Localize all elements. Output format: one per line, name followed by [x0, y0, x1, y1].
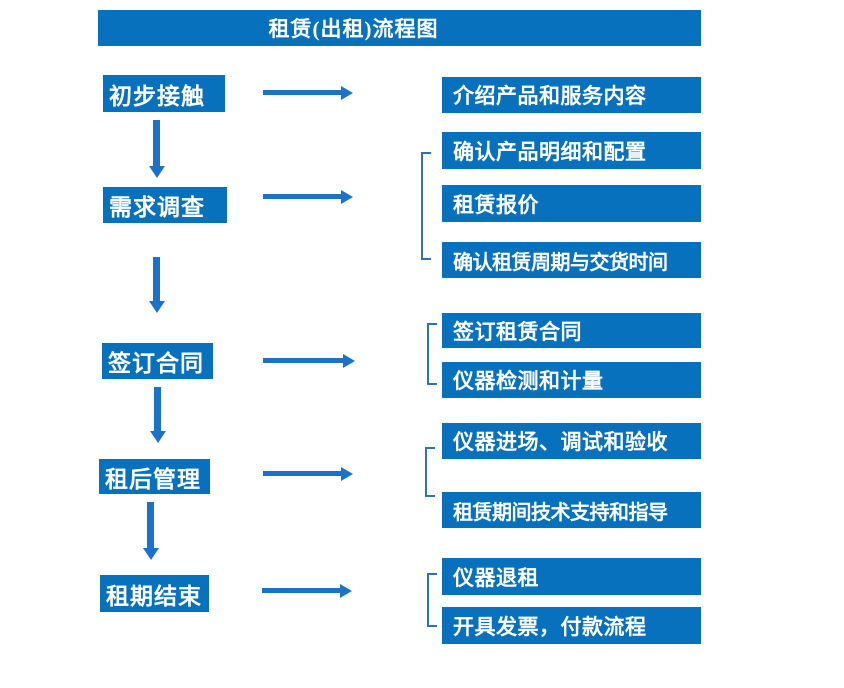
right-arrow-3: [263, 354, 355, 368]
right-arrow-4: [263, 467, 353, 481]
right-arrow-shaft: [262, 588, 341, 593]
stage-box-post-rental-management: 租后管理: [99, 459, 210, 494]
stage-box-sign-contract: 签订合同: [102, 343, 213, 379]
group-bracket-rental-end: [427, 573, 437, 627]
group-bracket-needs-survey: [421, 152, 431, 260]
detail-box-confirm-product-config: 确认产品明细和配置: [442, 132, 701, 169]
down-arrow-shaft: [153, 257, 160, 302]
right-arrow-1: [263, 86, 353, 100]
down-arrow-shaft: [154, 387, 161, 432]
right-arrow-head-icon: [343, 354, 355, 368]
group-bracket-post-rental: [425, 447, 435, 497]
down-arrow-4: [143, 502, 159, 560]
detail-box-confirm-period-delivery: 确认租赁周期与交货时间: [442, 242, 701, 278]
down-arrow-head-icon: [149, 301, 165, 313]
detail-box-instrument-testing: 仪器检测和计量: [442, 362, 701, 398]
stage-box-initial-contact: 初步接触: [103, 75, 225, 112]
right-arrow-head-icon: [341, 86, 353, 100]
stage-box-rental-end: 租期结束: [100, 575, 209, 612]
detail-box-instrument-setup-acceptance: 仪器进场、调试和验收: [442, 423, 701, 459]
down-arrow-shaft: [147, 502, 154, 549]
down-arrow-head-icon: [149, 166, 165, 178]
right-arrow-shaft: [263, 358, 344, 363]
detail-box-tech-support: 租赁期间技术支持和指导: [442, 492, 701, 528]
down-arrow-shaft: [153, 120, 160, 167]
detail-box-rental-quotation: 租赁报价: [442, 185, 701, 222]
stage-box-needs-survey: 需求调查: [103, 187, 227, 223]
down-arrow-1: [149, 120, 165, 178]
right-arrow-head-icon: [340, 584, 352, 598]
right-arrow-shaft: [263, 194, 342, 199]
right-arrow-shaft: [263, 90, 342, 95]
title-bar: 租赁(出租)流程图: [98, 10, 701, 46]
detail-box-instrument-return: 仪器退租: [442, 558, 701, 595]
page-title: 租赁(出租)流程图: [268, 17, 439, 41]
right-arrow-2: [263, 190, 353, 204]
down-arrow-2: [149, 257, 165, 313]
right-arrow-5: [262, 584, 352, 598]
right-arrow-shaft: [263, 471, 342, 476]
detail-box-sign-rental-contract: 签订租赁合同: [442, 313, 701, 348]
down-arrow-head-icon: [143, 548, 159, 560]
right-arrow-head-icon: [341, 467, 353, 481]
group-bracket-sign-contract: [427, 323, 437, 385]
right-arrow-head-icon: [341, 190, 353, 204]
down-arrow-head-icon: [150, 431, 166, 443]
down-arrow-3: [150, 387, 166, 443]
detail-box-invoice-payment: 开具发票，付款流程: [442, 607, 701, 644]
detail-box-introduce-products: 介绍产品和服务内容: [442, 77, 701, 113]
